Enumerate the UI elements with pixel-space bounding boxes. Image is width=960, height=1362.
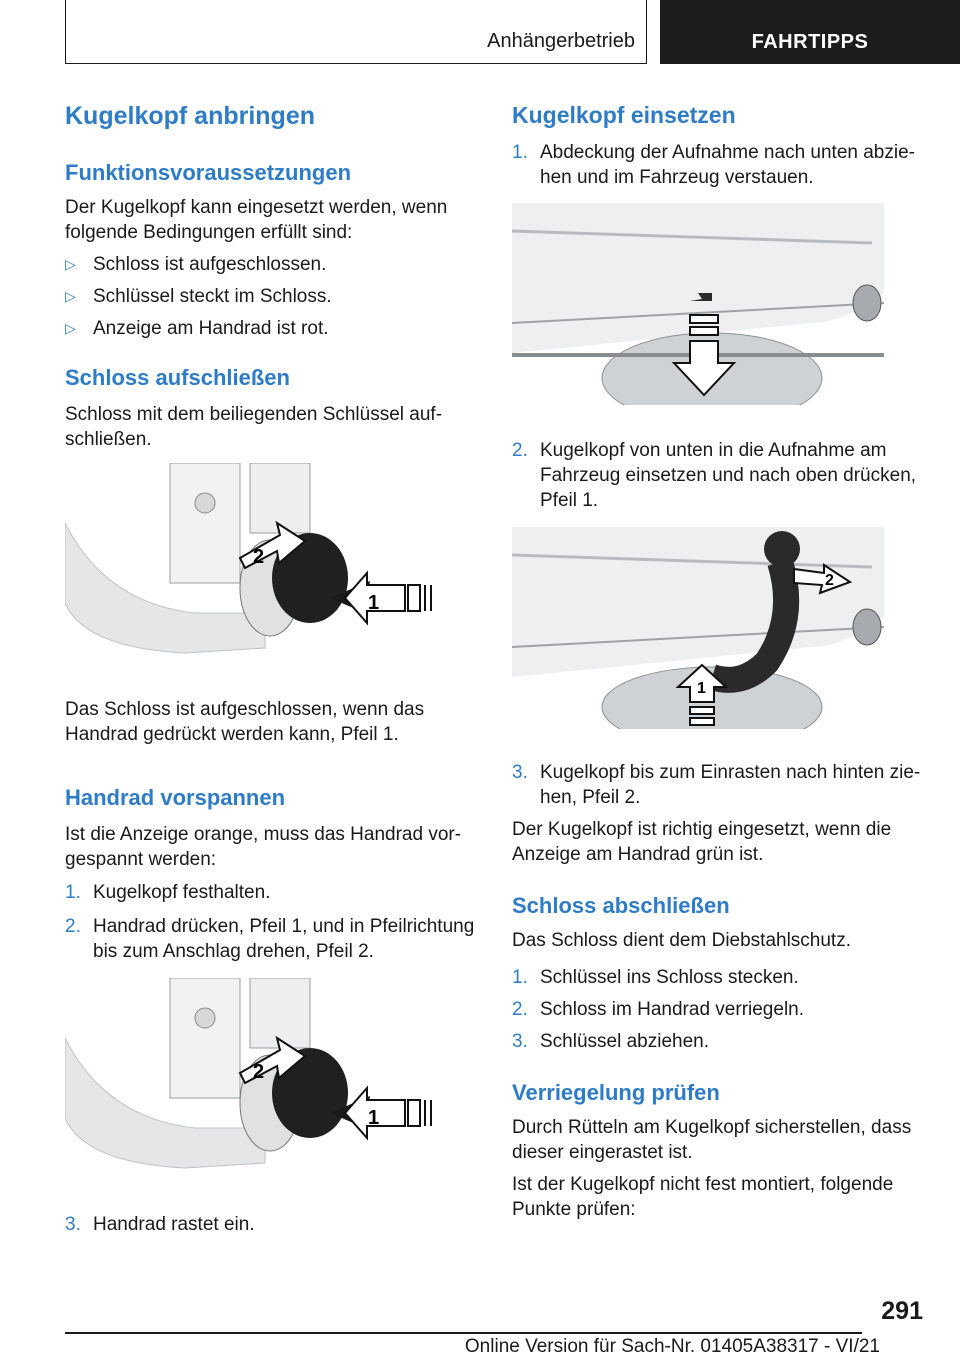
arrow-2-label: 2 [253,546,264,568]
tension-text: Ist die Anzeige orange, muss das Handrad… [65,824,462,870]
insert-heading: Kugelkopf einsetzen [512,102,736,128]
page-number: 291 [881,1297,923,1325]
unlock-caption: Das Schloss ist aufgeschlossen, wenn das… [65,699,425,745]
arrow-1-label: 1 [368,592,379,614]
ball-head-insert-illustration: 2 1 [512,527,884,729]
triangle-bullet-icon: ▷ [65,256,76,272]
cover-removal-illustration [512,203,884,405]
header-frame [65,0,647,64]
section-title: Anhängerbetrieb [487,30,635,52]
handwheel-tension-illustration: 2 1 [65,978,440,1180]
triangle-bullet-icon: ▷ [65,288,76,304]
handwheel-unlock-illustration: 2 1 [65,463,440,665]
lock-heading: Schloss abschließen [512,893,730,918]
arrow-1-label: 1 [697,680,706,697]
unlock-text: Schloss mit dem beiliegenden Schlüssel a… [65,404,443,450]
check-text-2: Ist der Kugelkopf nicht fest montiert, f… [512,1174,894,1220]
prereq-text: Der Kugelkopf kann eingesetzt werden, we… [65,197,448,243]
page-title: Kugelkopf anbringen [65,102,315,130]
arrow-1-label: 1 [368,1107,379,1129]
arrow-2-label: 2 [825,572,834,589]
footer-divider [65,1332,862,1334]
check-heading: Verriegelung prüfen [512,1080,720,1105]
check-text-1: Durch Rütteln am Kugelkopf sicherstellen… [512,1117,912,1163]
prereq-heading: Funktionsvoraussetzungen [65,160,352,185]
footer-version: Online Version für Sach-Nr. 01405A38317 … [464,1336,880,1357]
arrow-2-label: 2 [253,1061,264,1083]
triangle-bullet-icon: ▷ [65,320,76,336]
tension-heading: Handrad vorspannen [65,785,286,810]
lock-text: Das Schloss dient dem Diebstahlschutz. [512,930,851,951]
unlock-heading: Schloss aufschließen [65,365,290,390]
chapter-tab: FAHRTIPPS [660,0,960,64]
insert-result-text: Der Kugelkopf ist richtig eingesetzt, we… [512,819,892,865]
